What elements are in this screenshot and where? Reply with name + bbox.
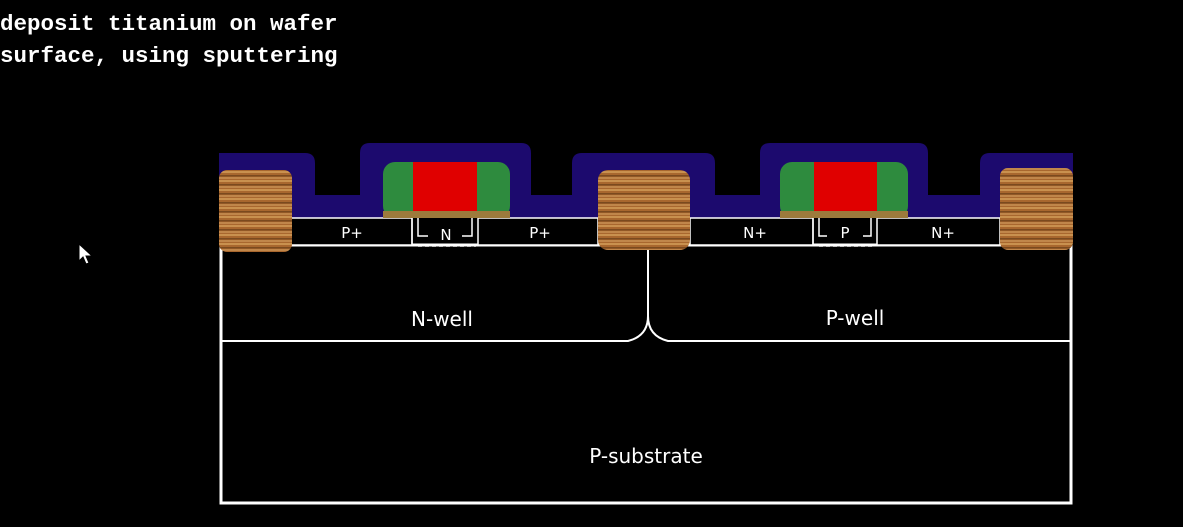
nmos-ldd	[812, 218, 872, 245]
pmos-drain	[477, 217, 599, 246]
pmos-source-label: P+	[341, 224, 363, 242]
well-boundary	[221, 245, 1071, 342]
field-oxide-left	[219, 170, 292, 252]
n-well-label: N-well	[411, 307, 473, 331]
field-oxide-center	[598, 170, 690, 250]
nmos-channel-label: P	[840, 224, 849, 242]
p-well-label: P-well	[826, 306, 885, 330]
nmos-source-label: N+	[743, 224, 767, 242]
pmos-drain-label: P+	[529, 224, 551, 242]
pmos-gate	[413, 162, 477, 211]
field-oxide-right	[1000, 168, 1073, 250]
pmos-channel-label: N	[440, 226, 451, 244]
step-caption: deposit titanium on wafer surface, using…	[0, 8, 338, 72]
nmos-drain	[876, 217, 1001, 246]
pmos-gate-oxide	[383, 211, 510, 218]
pmos-ldd	[411, 218, 473, 245]
caption-line-2: surface, using sputtering	[0, 43, 338, 69]
caption-line-1: deposit titanium on wafer	[0, 11, 338, 37]
nmos-gate-oxide	[780, 211, 908, 218]
pmos-transistor: P+ P+ N	[290, 162, 599, 247]
nmos-transistor: N+ N+ P	[689, 162, 1001, 247]
mouse-pointer-icon	[78, 243, 94, 265]
p-substrate-label: P-substrate	[589, 444, 703, 468]
nmos-drain-label: N+	[931, 224, 955, 242]
nmos-gate	[814, 162, 877, 211]
